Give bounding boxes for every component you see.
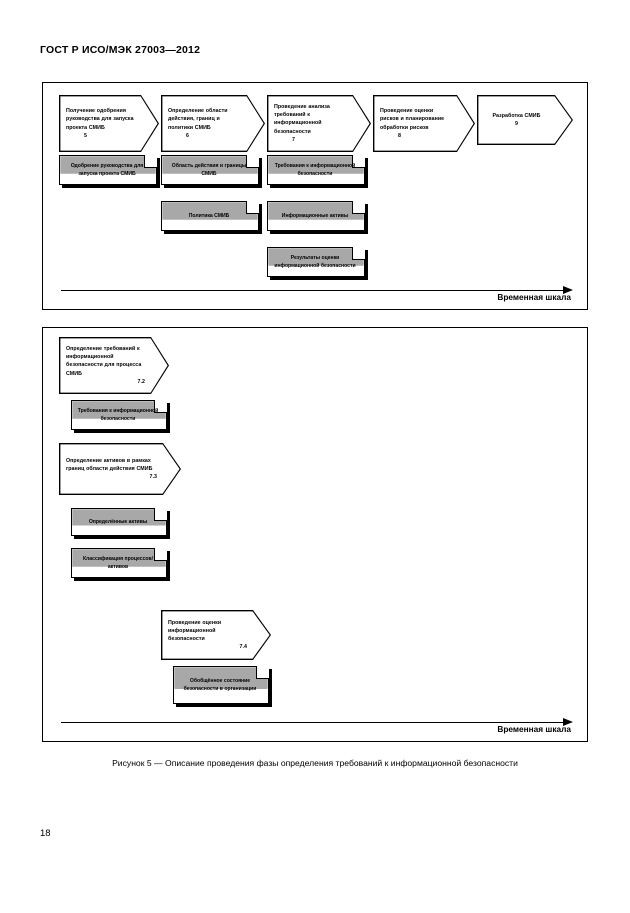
folded-corner-icon: [144, 155, 157, 168]
arrow-head-icon: [563, 286, 573, 295]
output-doc-information-assets: Информационные активы: [267, 201, 368, 234]
phase-chevron-5: Получение одобрения руководства для запу…: [59, 95, 159, 152]
timeline-bottom: Временная шкала: [61, 718, 573, 734]
output-doc-identified-assets: Определённые активы: [71, 508, 170, 539]
figure-caption: Рисунок 5 — Описание проведения фазы опр…: [112, 758, 518, 768]
arrow-head-icon: [563, 718, 573, 727]
folded-corner-icon: [352, 155, 365, 168]
step-chevron-7-4: Проведение оценки информационной безопас…: [161, 610, 271, 660]
timeline-top: Временная шкала: [61, 286, 573, 302]
folded-corner-icon: [246, 201, 259, 214]
folded-corner-icon: [246, 155, 259, 168]
folded-corner-icon: [154, 400, 167, 413]
standard-header: ГОСТ Р ИСО/МЭК 27003—2012: [40, 44, 201, 56]
phase-chevron-6-label: Определение области действия, границ и п…: [168, 108, 228, 139]
phase-chevron-5-label: Получение одобрения руководства для запу…: [66, 108, 134, 139]
phase-chevron-8: Проведение оценки рисков и планирование …: [373, 95, 475, 152]
folded-corner-icon: [154, 508, 167, 521]
phase-chevron-6: Определение области действия, границ и п…: [161, 95, 265, 152]
output-doc-management-approval: Одобрение руководства для запуска проект…: [59, 155, 160, 188]
folded-corner-icon: [256, 666, 269, 679]
step-chevron-7-3-label: Определение активов в рамках границ обла…: [66, 457, 157, 481]
output-doc-asset-classification: Классификация процессов/активов: [71, 548, 170, 581]
step-chevron-7-2: Определение требований к информационной …: [59, 337, 169, 394]
step-chevron-7-2-label: Определение требований к информационной …: [66, 345, 145, 385]
timeline-label: Временная шкала: [497, 724, 571, 734]
phase-chevron-9: Разработка СМИБ 9: [477, 95, 573, 145]
output-doc-isms-policy: Политика СМИБ: [161, 201, 262, 234]
output-doc-overall-security-state: Обобщённое состояние безопасности в орга…: [173, 666, 272, 707]
phase-chevron-7: Проведение анализа требований к информац…: [267, 95, 371, 152]
output-doc-security-requirements-2: Требования к информационной безопасности: [71, 400, 170, 433]
step-chevron-7-3: Определение активов в рамках границ обла…: [59, 443, 181, 495]
phase-chevron-8-label: Проведение оценки рисков и планирование …: [380, 108, 445, 139]
bottom-diagram-frame: Определение требований к информационной …: [42, 327, 588, 742]
phase-chevron-9-label: Разработка СМИБ 9: [492, 112, 541, 127]
output-doc-security-requirements: Требования к информационной безопасности: [267, 155, 368, 188]
top-diagram-frame: Получение одобрения руководства для запу…: [42, 82, 588, 310]
folded-corner-icon: [154, 548, 167, 561]
output-doc-assessment-results: Результаты оценки информационной безопас…: [267, 247, 368, 280]
output-doc-scope-boundaries: Область действия и границы СМИБ: [161, 155, 262, 188]
page-number: 18: [40, 828, 51, 839]
folded-corner-icon: [352, 247, 365, 260]
phase-chevron-7-label: Проведение анализа требований к информац…: [274, 103, 330, 143]
folded-corner-icon: [352, 201, 365, 214]
step-chevron-7-4-label: Проведение оценки информационной безопас…: [168, 619, 247, 651]
timeline-label: Временная шкала: [497, 292, 571, 302]
